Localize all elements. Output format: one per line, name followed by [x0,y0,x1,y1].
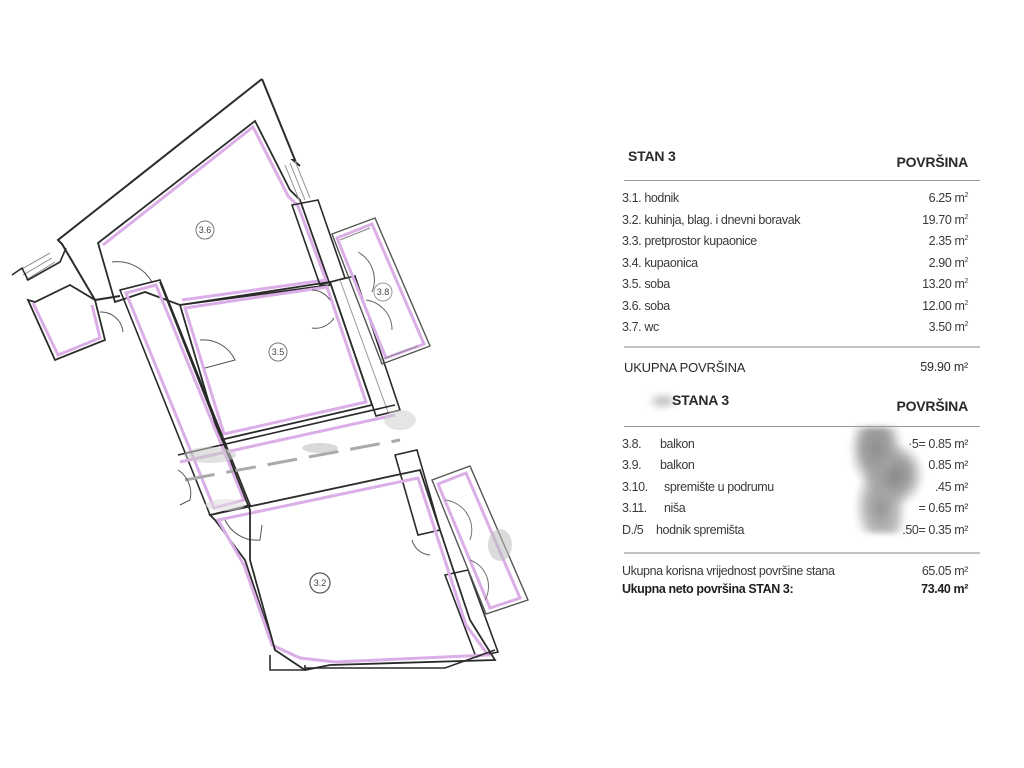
row-number: 3.4. [622,255,642,270]
table-row: 3.8. balkon ·5= 0.85 m² [612,435,982,457]
row-name: kuhinja, blag. i dnevni boravak [644,212,801,227]
room-label-3-5: 3.5 [272,347,285,357]
table-row: D./5 hodnik spremišta .50= 0.35 m² [612,521,982,543]
row-name: soba [644,277,670,291]
section2-title: STANA 3 [672,391,729,408]
section2-rows: 3.8. balkon ·5= 0.85 m² 3.9. balkon 0.85… [612,426,982,543]
row-name: soba [644,298,670,313]
row-name: kupaonica [644,255,698,270]
row-value: .50= 0.35 m² [902,522,968,537]
table-row: 3.3. pretprostor kupaonice 2.35 m2 [622,234,968,248]
table-row: 3.7. wc 3.50 m2 [622,320,968,334]
room-label-3-2: 3.2 [314,578,327,588]
summary-label: Ukupna korisna vrijednost površine stana [622,564,835,578]
row-name: spremište u podrumu [664,479,774,494]
row-value: ·5= 0.85 m² [908,436,968,451]
section1-column-header: POVRŠINA [896,154,968,170]
summary-value: 65.05 m² [921,564,969,578]
row-name: hodnik [644,191,679,205]
summary-row-net: Ukupna neto površina STAN 3: 73.40 m² [612,580,982,598]
summary: Ukupna korisna vrijednost površine stana… [612,554,982,598]
table-row: 3.11. niša = 0.65 m² [612,499,982,521]
row-number: 3.9. [622,458,642,472]
section2-header: STANA 3 POVRŠINA [612,384,982,426]
table-row: 3.2. kuhinja, blag. i dnevni boravak 19.… [622,212,968,227]
room-label-3-6: 3.6 [199,225,212,235]
table-row: 3.10. spremište u podrumu .45 m² [612,478,982,500]
divider [624,345,980,348]
summary-row-useful: Ukupna korisna vrijednost površine stana… [612,562,982,580]
section1-total: UKUPNA POVRŠINA 59.90 m² [612,348,982,384]
table-row: 3.4. kupaonica 2.90 m2 [622,255,968,270]
row-value: 6.25 [928,191,952,205]
room-labels: 3.6 3.5 3.8 3.2 [195,220,393,594]
area-table: STAN 3 POVRŠINA 3.1. hodnik 6.25 m2 3.2.… [612,140,982,598]
row-number: 3.5. [622,277,642,291]
divider [624,180,980,181]
row-value: 12.00 [922,298,952,313]
row-name: wc [644,320,659,334]
section2: STANA 3 POVRŠINA 3.8. balkon ·5= 0.85 m²… [612,384,982,543]
row-value: .45 m² [934,479,968,494]
row-name: hodnik spremišta [656,522,745,537]
table-row: 3.6. soba 12.00 m2 [622,298,968,313]
total-label: UKUPNA POVRŠINA [624,359,746,375]
row-value: 19.70 [922,212,952,227]
row-number: 3.1. [622,191,642,205]
row-value: 13.20 [922,277,952,291]
table-row: 3.9. balkon 0.85 m² [612,456,982,478]
row-number: 3.2. [622,212,642,227]
divider [624,552,980,554]
row-number: D./5 [622,522,644,537]
row-value: 3.50 [928,320,952,334]
room-label-3-8: 3.8 [377,287,390,297]
section2-column-header: POVRŠINA [896,397,968,414]
row-number: 3.10. [622,479,648,494]
floor-plan: 3.6 3.5 3.8 3.2 [11,78,529,671]
divider [624,425,980,427]
row-value: 0.85 m² [928,458,968,472]
section1-title: STAN 3 [628,148,676,164]
row-value: = 0.65 m² [918,501,968,515]
floor-plan-drawing: 3.6 3.5 3.8 3.2 [11,78,529,671]
row-name: pretprostor kupaonice [644,234,757,248]
table-row: 3.1. hodnik 6.25 m2 [622,191,968,205]
summary-value: 73.40 m² [921,582,968,596]
section1-rows: 3.1. hodnik 6.25 m2 3.2. kuhinja, blag. … [612,181,982,340]
row-value: 2.35 [928,234,952,248]
row-number: 3.7. [622,320,642,334]
row-name: balkon [660,436,695,451]
row-number: 3.11. [622,501,647,515]
row-number: 3.8. [622,436,642,451]
row-name: niša [664,501,686,515]
table-row: 3.5. soba 13.20 m2 [622,277,968,291]
total-value: 59.90 m² [920,359,968,374]
row-number: 3.6. [622,298,642,313]
row-name: balkon [660,458,695,472]
section1-header: STAN 3 POVRŠINA [612,140,982,180]
row-number: 3.3. [622,234,642,248]
summary-label: Ukupna neto površina STAN 3: [622,582,794,596]
redacted-blur [652,395,674,406]
row-value: 2.90 [928,255,952,270]
redacted-blur [840,426,930,533]
